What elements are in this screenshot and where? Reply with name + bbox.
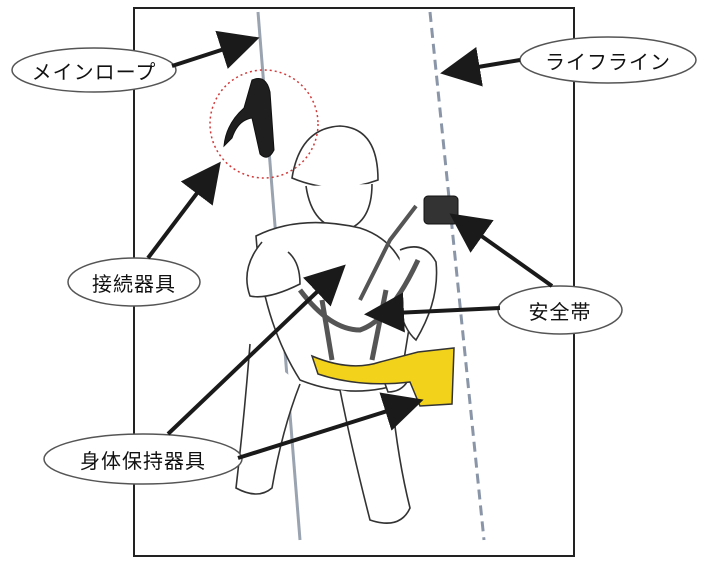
label-lifeline: ライフライン [545,49,671,74]
connector-device [223,78,275,158]
label-bubble-body-holder [43,433,243,485]
arrow-safety-belt-to-clip [449,213,554,288]
label-safety-belt: 安全帯 [528,299,592,324]
arrow-safety-belt-to-harness [364,292,501,333]
label-bubble-main-rope [11,47,177,93]
arrow-body-holder-to-torso [166,264,346,436]
arrow-main-rope [171,30,260,69]
arrow-body-holder-to-seat [237,392,424,460]
label-main-rope: メインロープ [31,59,157,84]
label-connector: 接続器具 [92,271,176,296]
connector-highlight-circle [209,69,319,179]
label-body-holder: 身体保持器具 [80,448,206,473]
body-holder-seat [310,347,455,407]
arrow-connector [146,161,221,260]
label-bubble-connector [67,257,201,307]
arrow-lifeline [440,47,521,87]
lifeline-rope [428,11,486,541]
